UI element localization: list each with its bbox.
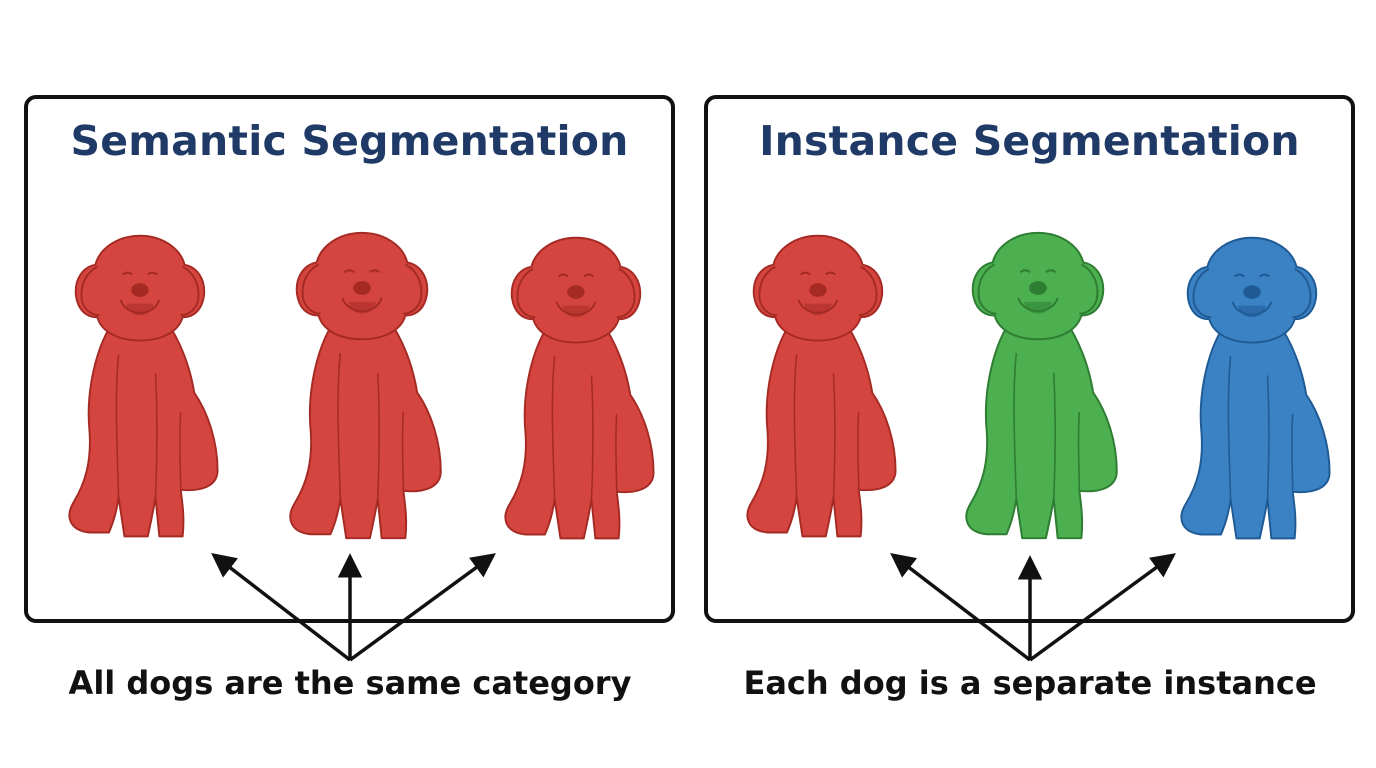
semantic-panel-title: Semantic Segmentation <box>70 117 629 165</box>
semantic-caption: All dogs are the same category <box>68 664 632 702</box>
instance-panel-title: Instance Segmentation <box>759 117 1300 165</box>
instance-segmentation-panel: Instance Segmentation <box>704 95 1355 623</box>
instance-caption: Each dog is a separate instance <box>743 664 1317 702</box>
semantic-segmentation-panel: Semantic Segmentation <box>24 95 675 623</box>
